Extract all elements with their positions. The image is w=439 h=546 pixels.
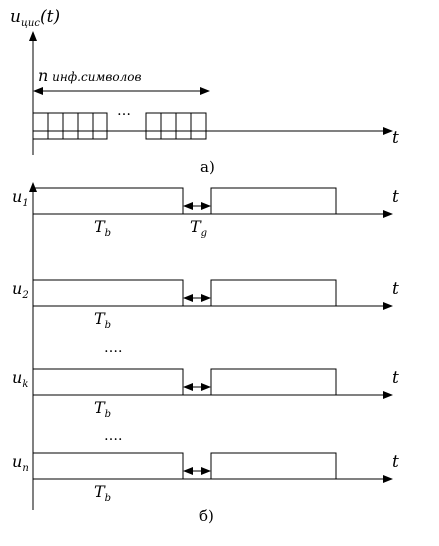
signal-label: un [12, 452, 29, 474]
bit-period-label: Tb [94, 309, 111, 331]
signal-row: u1 tTb Tg [12, 187, 399, 239]
signal-pulse [33, 368, 184, 395]
panel-a-axis-label: uцис(t) [10, 7, 60, 29]
panel-a-t-label: t [392, 128, 399, 148]
panel-a-caption: а) [200, 158, 215, 176]
symbol-block-last [145, 112, 207, 140]
signal-pulse [33, 187, 184, 214]
panel-b-caption: б) [199, 507, 214, 525]
signal-pulse [210, 279, 337, 306]
signal-row: un tTb [12, 452, 399, 504]
bit-period-label: Tb [94, 217, 111, 239]
panel-a: uцис(t) n инф.символов … t а) [10, 7, 399, 176]
bit-period-label: Tb [94, 398, 111, 420]
bit-period-label: Tb [94, 482, 111, 504]
signal-t-label: t [392, 279, 399, 299]
signal-label: u2 [12, 279, 29, 301]
signal-t-label: t [392, 452, 399, 472]
signal-t-label: t [392, 187, 399, 207]
rows-ellipsis: …. [104, 428, 122, 444]
guard-period-label: Tg [190, 217, 207, 239]
signal-label: u1 [12, 187, 29, 209]
signal-row: u2 tTb [12, 279, 399, 331]
signal-label: uk [12, 368, 28, 390]
signal-pulse [210, 452, 337, 479]
signal-pulse [210, 368, 337, 395]
signal-pulse [33, 452, 184, 479]
symbol-block-frame [32, 112, 108, 140]
signal-pulse [33, 279, 184, 306]
n-symbols-label: n инф.символов [38, 66, 141, 85]
symbol-block-first [32, 112, 108, 140]
signal-t-label: t [392, 368, 399, 388]
rows-ellipsis: …. [104, 340, 122, 356]
signal-pulse [210, 187, 337, 214]
signal-row: uk tTb [12, 368, 399, 420]
symbols-ellipsis: … [117, 103, 131, 119]
